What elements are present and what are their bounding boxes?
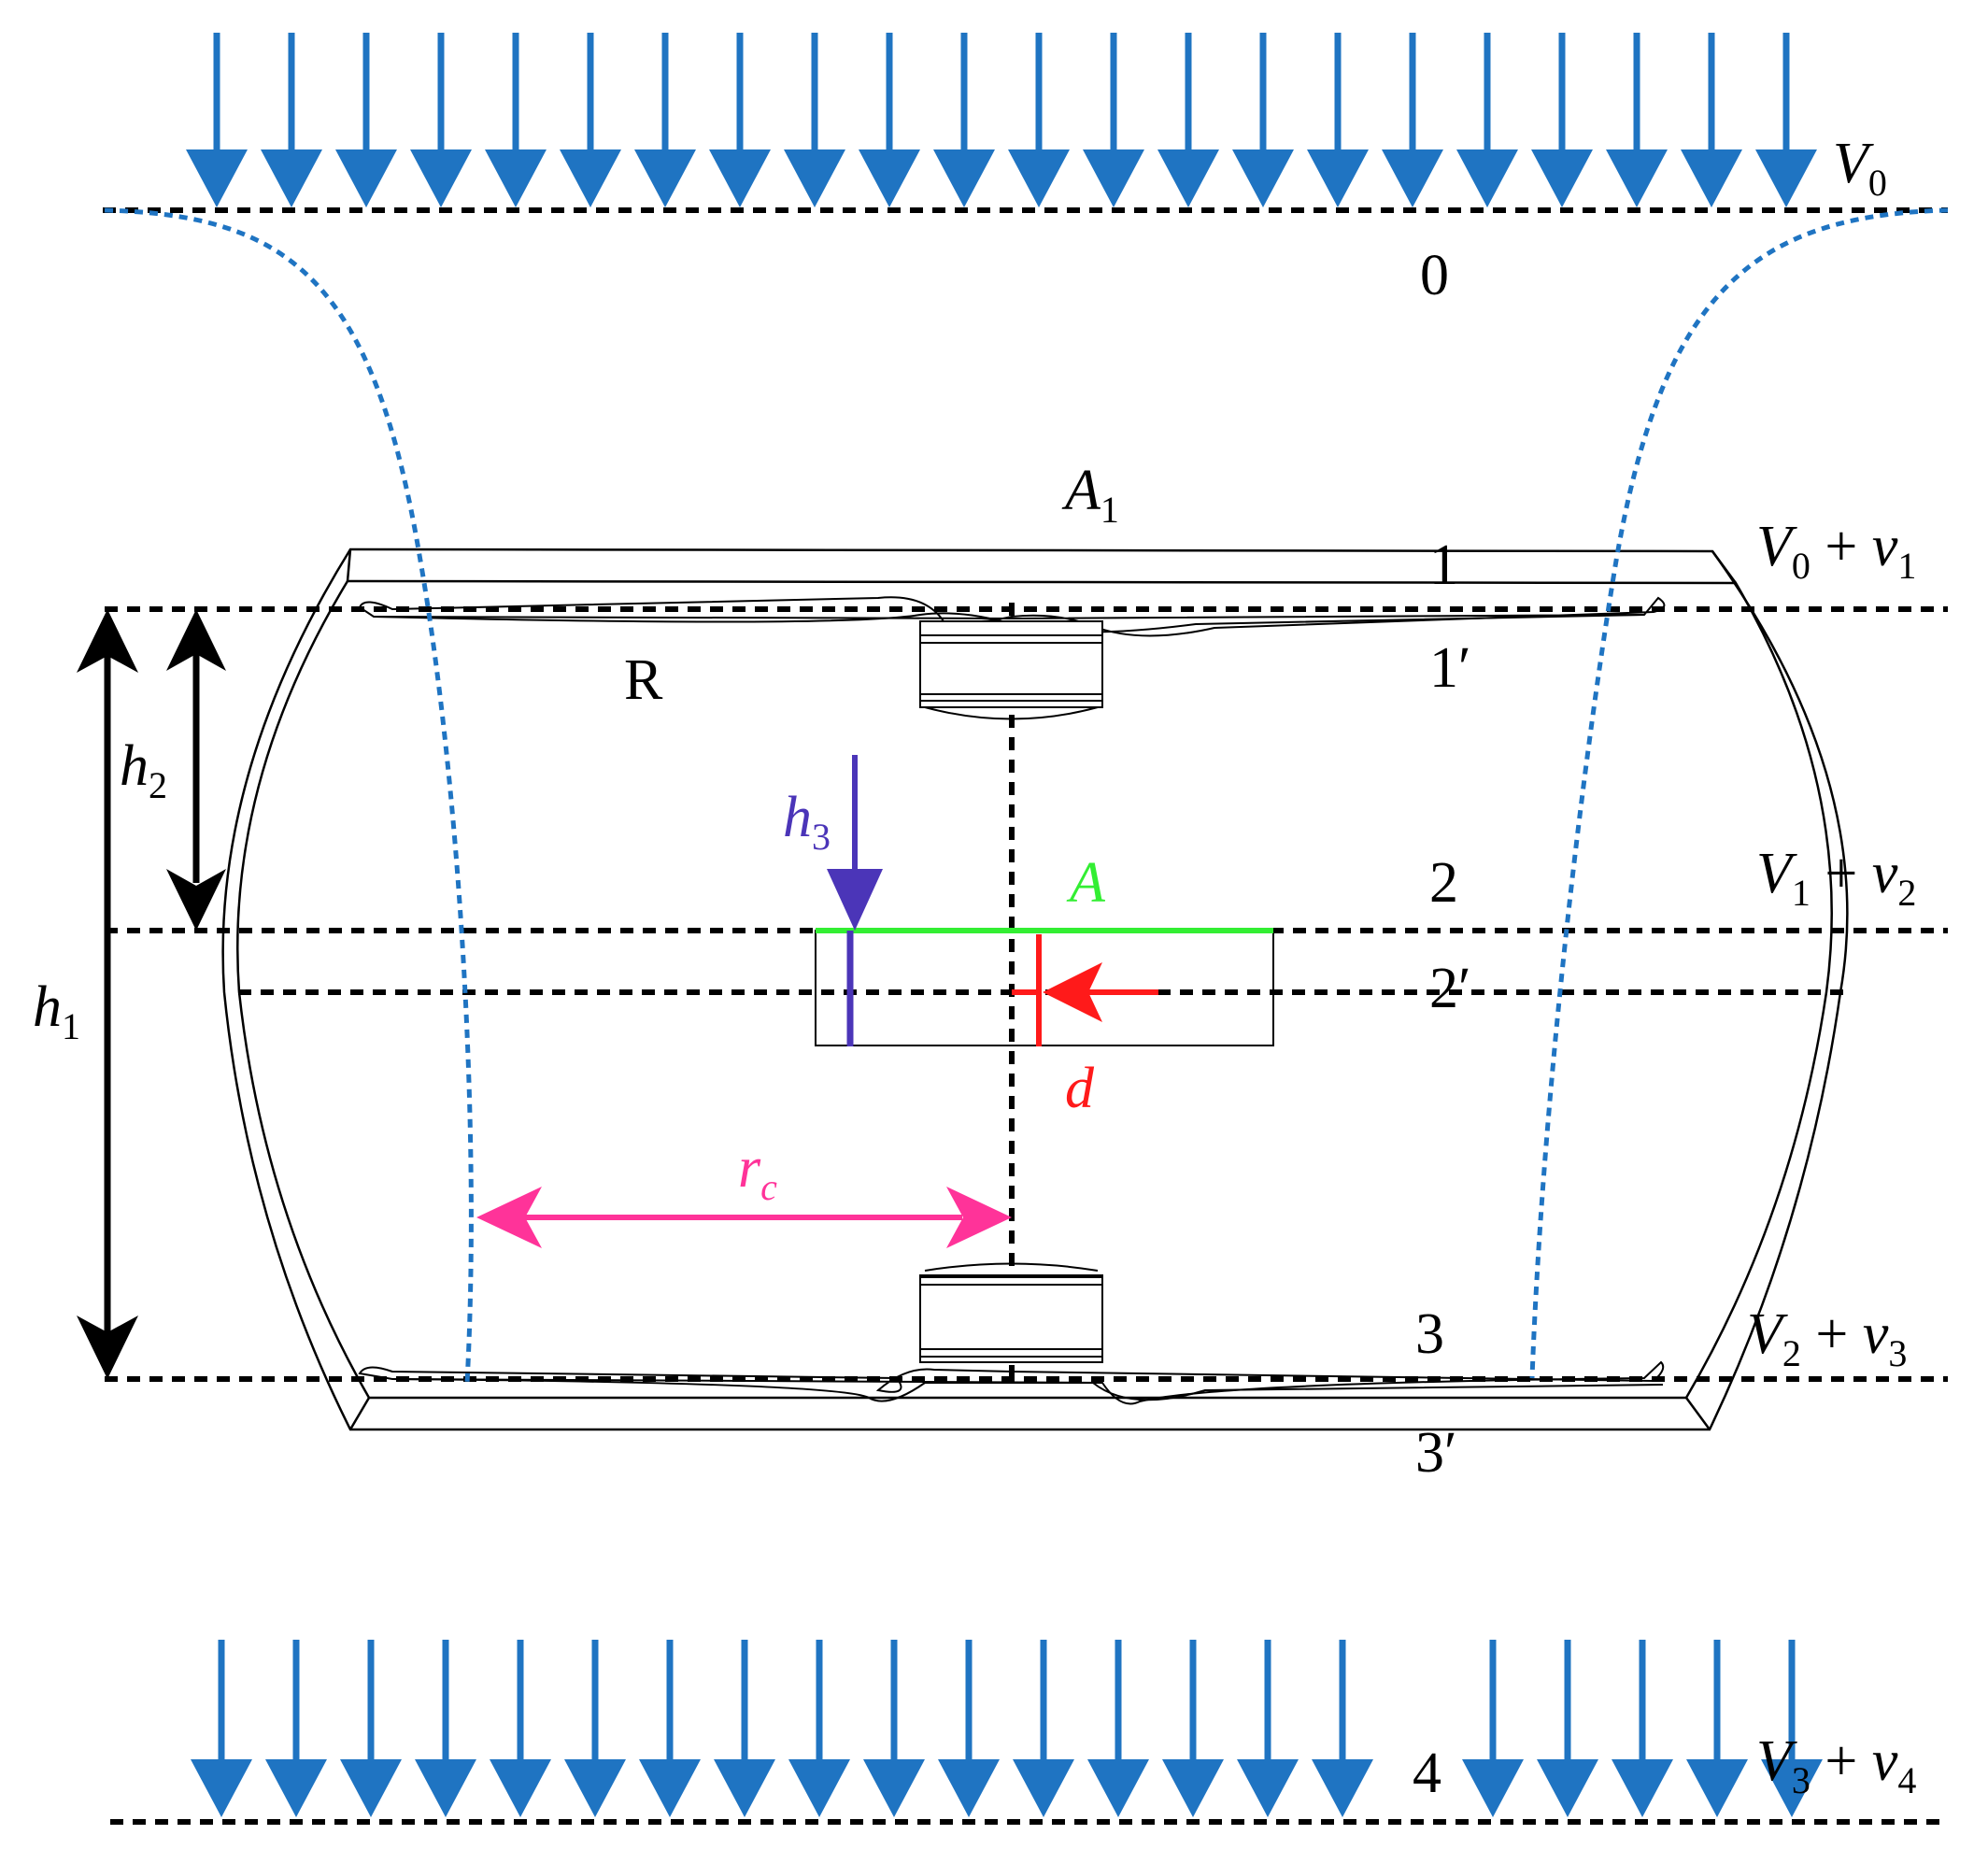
inflow-arrow-icon [1382,33,1443,207]
inflow-arrow-icon [410,33,472,207]
inflow-arrow-icon [1531,33,1593,207]
label-rotor-R: R [624,648,663,712]
outflow-arrow-icon [863,1640,925,1817]
h3-arrow [827,755,883,1046]
label-velocity-1: V0 + v1 [1756,515,1916,587]
label-velocity-2: V1 + v2 [1756,842,1916,914]
duct [221,548,1849,1431]
inflow-arrow-icon [634,33,696,207]
upper-rotor [358,596,1666,720]
rc-arrow [476,1187,1012,1248]
inflow-arrow-icon [1456,33,1518,207]
label-area-A: A [1066,851,1106,915]
label-station-1p: 1′ [1429,636,1471,700]
label-station-2: 2 [1429,851,1458,915]
label-station-0: 0 [1420,244,1449,307]
label-station-3p: 3′ [1415,1421,1457,1485]
station-lines [103,207,1948,1825]
label-rc: rc [738,1136,777,1208]
label-station-2p: 2′ [1429,957,1471,1020]
upper-blade [358,596,1666,637]
label-A1: A1 [1061,459,1119,531]
inflow-arrow-icon [859,33,920,207]
outflow-arrow-icon [265,1640,327,1817]
inflow-arrow-icon [1755,33,1817,207]
inflow-arrow-icon [261,33,322,207]
lower-rotor [358,1262,1665,1405]
inflow-arrow-icon [709,33,771,207]
inflow-arrow-icon [335,33,397,207]
label-d: d [1065,1057,1095,1120]
outflow-arrow-icon [1162,1640,1224,1817]
label-station-4: 4 [1413,1742,1441,1805]
slipstream-left [104,207,474,1384]
inflow-arrow-icon [560,33,621,207]
inflow-arrow-icon [933,33,995,207]
outflow-arrow-icon [490,1640,551,1817]
label-velocity-4: V3 + v4 [1756,1729,1916,1801]
inflow-arrow-icon [186,33,248,207]
outflow-arrow-icon [1087,1640,1149,1817]
inflow-arrow-icon [485,33,547,207]
inflow-arrow-icon [1681,33,1742,207]
outflow-arrow-icon [191,1640,252,1817]
slipstream-right [1529,207,1949,1379]
d-arrow [1012,934,1158,1046]
outflow-arrow-icon [1462,1640,1524,1817]
outflow-arrows-bottom [191,1640,1823,1817]
slipstream-boundary [104,207,1949,1384]
inflow-arrow-icon [1307,33,1369,207]
outflow-arrow-icon [415,1640,476,1817]
label-h1: h1 [33,975,80,1047]
h1-arrow [77,609,138,1379]
outflow-arrow-icon [1537,1640,1598,1817]
inflow-arrows-top [186,33,1817,207]
inflow-arrow-icon [1083,33,1144,207]
label-station-3: 3 [1415,1302,1444,1366]
outflow-arrow-icon [340,1640,402,1817]
outflow-arrow-icon [788,1640,850,1817]
h2-arrow [166,609,226,931]
outflow-arrow-icon [1761,1640,1823,1817]
inflow-arrow-icon [1008,33,1070,207]
label-h3: h3 [783,786,831,858]
outflow-arrow-icon [1612,1640,1673,1817]
inflow-arrow-icon [1232,33,1294,207]
outflow-arrow-icon [1312,1640,1373,1817]
outflow-arrow-icon [1013,1640,1074,1817]
inner-box [815,930,1274,1046]
outflow-arrow-icon [938,1640,1000,1817]
label-station-1: 1 [1429,533,1458,597]
label-h2: h2 [120,734,167,806]
inflow-arrow-icon [1157,33,1219,207]
label-V0: V0 [1833,132,1887,204]
outflow-arrow-icon [714,1640,775,1817]
inflow-arrow-icon [784,33,845,207]
outflow-arrow-icon [1686,1640,1748,1817]
outflow-arrow-icon [639,1640,701,1817]
outflow-arrow-icon [1237,1640,1299,1817]
inflow-arrow-icon [1606,33,1668,207]
lower-hub [919,1274,1103,1363]
outflow-arrow-icon [564,1640,626,1817]
label-velocity-3: V2 + v3 [1747,1302,1907,1374]
